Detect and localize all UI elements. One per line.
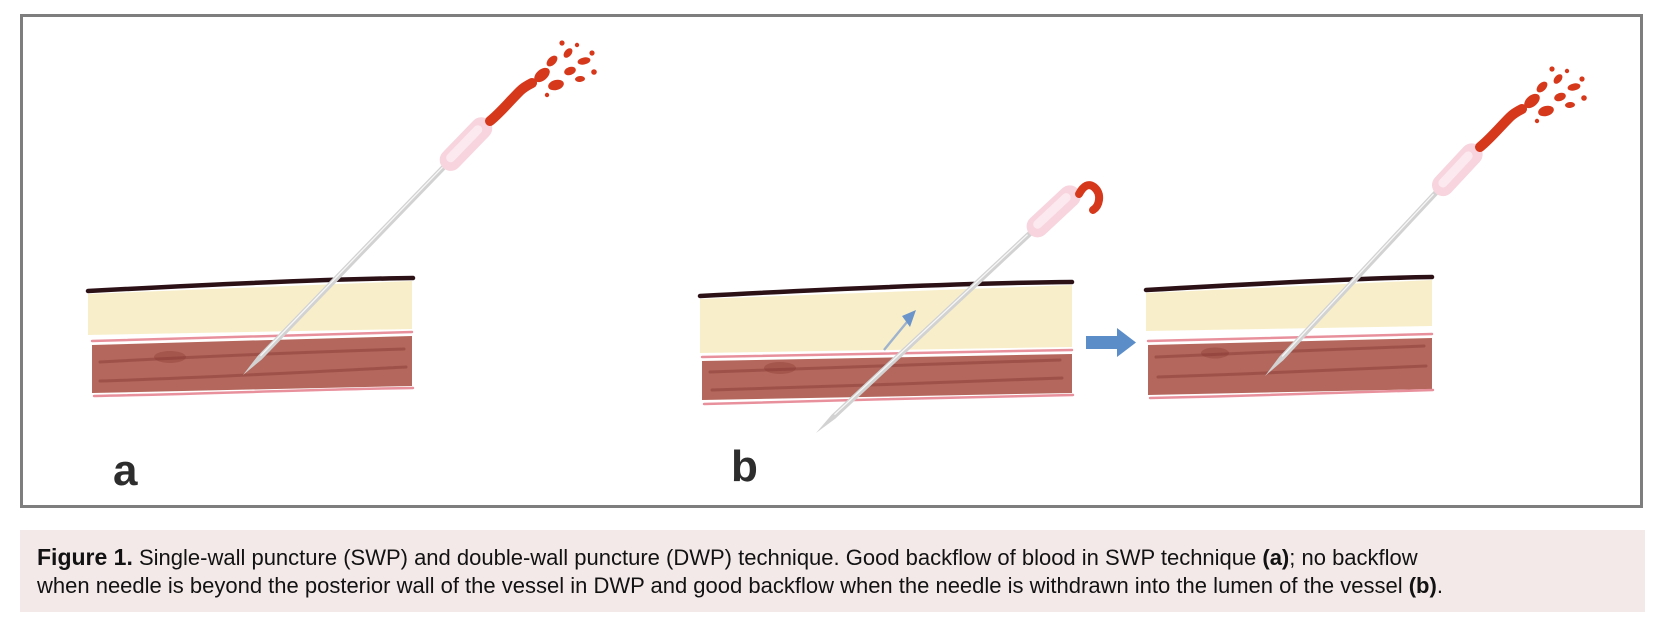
- blood-spray-a: [490, 40, 597, 121]
- caption-line-1: Figure 1. Single-wall puncture (SWP) and…: [37, 543, 1628, 572]
- arrow-right-icon: [1086, 328, 1136, 357]
- tissue-layers-b2: [1143, 274, 1435, 400]
- panel-b-before: [697, 181, 1104, 433]
- caption-text: ; no backflow: [1289, 545, 1418, 570]
- tissue-layers-a: [85, 275, 416, 398]
- needle-b-through: [816, 185, 1081, 433]
- vessel-anterior-wall: [1146, 332, 1434, 343]
- vessel-anterior-wall: [700, 348, 1074, 359]
- skin-line: [1143, 274, 1435, 293]
- vessel-posterior-wall: [92, 386, 415, 398]
- vessel-posterior-wall: [702, 393, 1075, 406]
- caption-text: when needle is beyond the posterior wall…: [37, 573, 1409, 598]
- panel-a-label: a: [113, 446, 138, 495]
- figure-number: Figure 1.: [37, 544, 133, 570]
- subcutaneous-layer: [700, 285, 1072, 353]
- blood-dribble-icon: [1075, 181, 1104, 214]
- withdraw-arrow-icon: [883, 310, 916, 351]
- vessel-posterior-wall: [1148, 388, 1435, 400]
- skin-line: [85, 275, 416, 294]
- needle-a: [243, 117, 493, 375]
- subcutaneous-layer: [88, 281, 412, 335]
- caption-line-2: when needle is beyond the posterior wall…: [37, 572, 1628, 600]
- figure-caption: Figure 1. Single-wall puncture (SWP) and…: [20, 530, 1645, 612]
- subcutaneous-layer: [1146, 280, 1432, 331]
- skin-line: [697, 279, 1075, 299]
- caption-text: Single-wall puncture (SWP) and double-wa…: [132, 545, 1263, 570]
- vessel-lumen: [702, 354, 1072, 400]
- panel-b-label: b: [731, 442, 758, 491]
- caption-bold-a: (a): [1262, 545, 1290, 570]
- needle-b-withdrawn: [1265, 143, 1483, 376]
- needle-shaft: [243, 163, 448, 375]
- caption-bold-b: (b): [1408, 573, 1437, 598]
- blood-spray-b: [1480, 66, 1587, 147]
- needle-shaft: [1265, 189, 1439, 376]
- panel-b-after: [1143, 66, 1587, 400]
- vessel-lumen: [1148, 338, 1432, 395]
- needle-shaft: [816, 230, 1033, 433]
- vessel-anterior-wall: [90, 330, 414, 343]
- tissue-layers-b1: [697, 279, 1075, 406]
- caption-text: .: [1436, 573, 1443, 598]
- panel-a: [85, 40, 597, 398]
